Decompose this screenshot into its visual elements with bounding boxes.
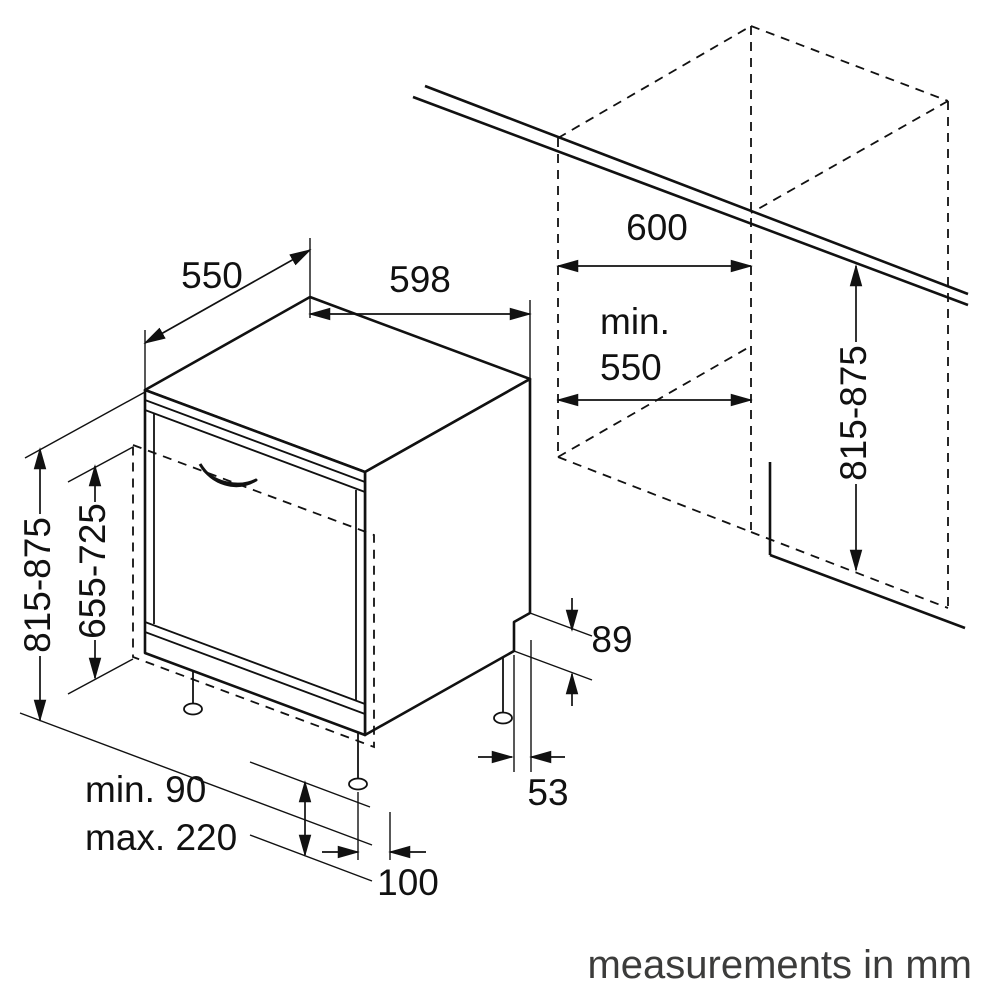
dim-label-niche-width: 600: [626, 207, 688, 248]
dishwasher-figure: [132, 295, 532, 791]
dim-label-door-panel-height: 655-725: [72, 503, 113, 639]
dim-label-top-depth: 550: [181, 255, 243, 296]
foot-rear: [493, 711, 513, 725]
dim-label-width: 598: [389, 259, 451, 300]
countertop: [412, 84, 969, 307]
dim-label-appliance-height: 815-875: [17, 517, 58, 653]
dim-label-plinth-depth: 100: [377, 862, 439, 903]
dishwasher-front-face: [143, 388, 367, 737]
units-note: measurements in mm: [587, 943, 972, 987]
dimension-rear-recess-height-89: 89: [565, 598, 633, 706]
dimension-niche-height-815-875: 815-875: [833, 264, 874, 572]
appliance-feet: [183, 658, 513, 791]
dimension-appliance-height-815-875: 815-875: [17, 447, 58, 722]
extension-lines: [19, 238, 593, 882]
dimension-rear-recess-depth-53: 53: [478, 750, 569, 813]
dim-label-niche-height: 815-875: [833, 345, 874, 481]
furniture-door-panel-outline: [132, 443, 375, 749]
door-edges: [144, 399, 366, 715]
dimension-width-598: 598: [308, 259, 532, 321]
foot-left: [183, 702, 203, 716]
dim-label-niche-depth-2: 550: [600, 347, 662, 388]
dimension-niche-depth-min550: min. 550: [556, 301, 753, 407]
dim-label-niche-depth-1: min.: [600, 301, 670, 342]
dim-label-plinth-height-2: max. 220: [85, 817, 237, 858]
dim-label-rear-recess-depth: 53: [527, 772, 568, 813]
dimension-door-panel-height-655-725: 655-725: [72, 464, 113, 680]
cabinet-base-lines: [768, 462, 966, 630]
dim-label-plinth-height-1: min. 90: [85, 769, 206, 810]
dim-label-rear-recess-height: 89: [591, 619, 632, 660]
foot-front: [348, 777, 368, 791]
niche-cavity-outline: [557, 25, 949, 609]
dimension-plinth-depth-100: 100: [322, 845, 439, 903]
door-handle: [198, 463, 258, 488]
niche-figure: [412, 25, 969, 630]
dimension-top-depth-550: 550: [143, 249, 312, 344]
dimension-niche-width-600: 600: [556, 207, 753, 273]
dimension-plinth-height-min90-max220: min. 90 max. 220: [85, 769, 312, 858]
